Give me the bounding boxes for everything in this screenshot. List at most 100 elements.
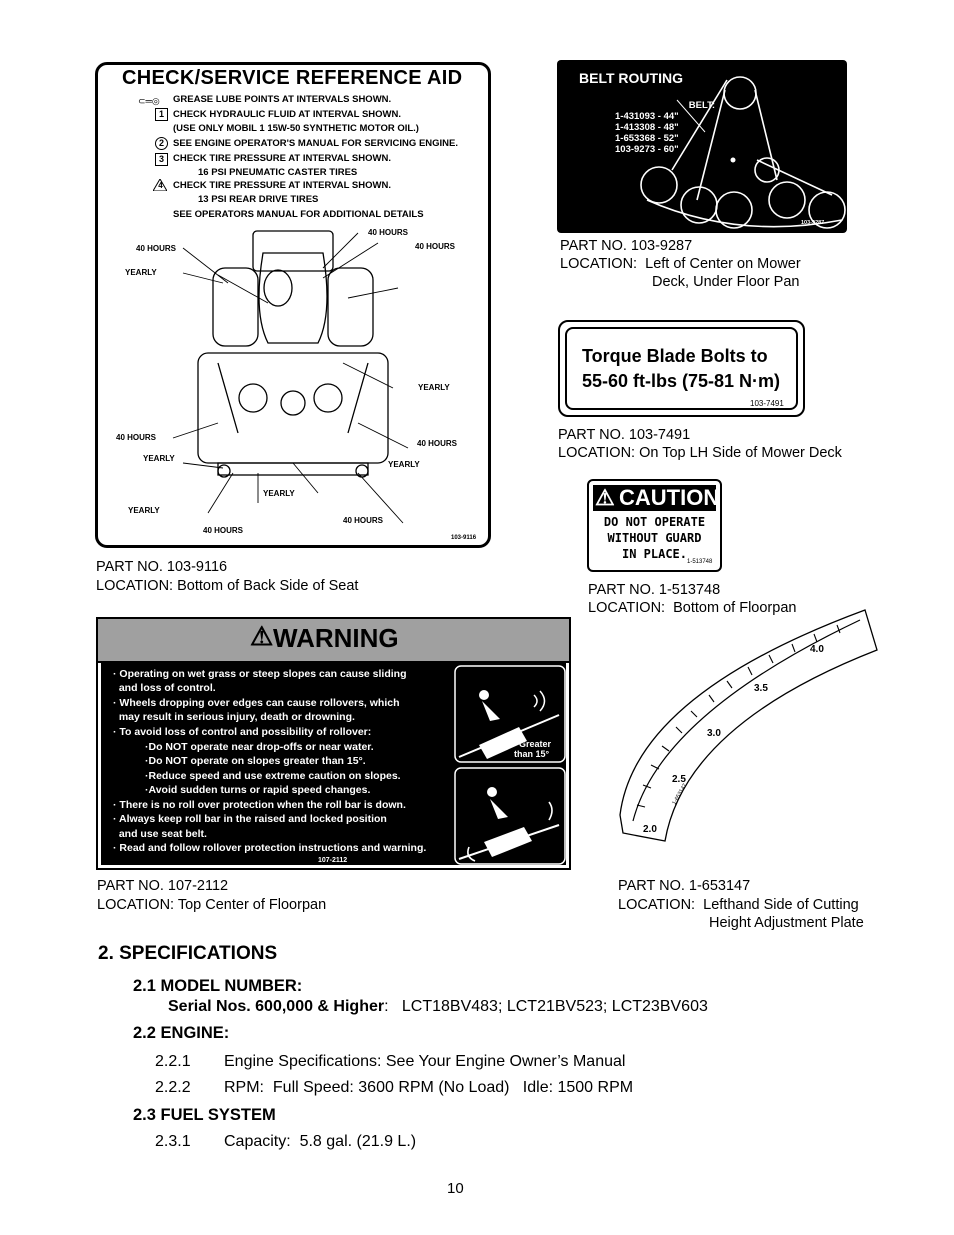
symbol-4: 4 [153,179,167,191]
label-40-hours-bottom-right: 40 HOURS [343,516,384,525]
caption-belt-location: LOCATION: Left of Center on Mower [560,256,801,272]
hydraulic-line: CHECK HYDRAULIC FLUID AT INTERVAL SHOWN. [173,109,401,120]
cutting-height-gauge-decal: 2.0 2.5 3.0 3.5 4.0 1-653147 [619,609,878,842]
label-yearly-deck-right: YEARLY [388,460,420,469]
torque-line-2: 55-60 ft-lbs (75-81 N·m) [582,371,781,391]
caption-warning-location: LOCATION: Top Center of Floorpan [97,897,327,913]
page-number: 10 [447,1180,464,1197]
caption-torque-part: PART NO. 103-7491 [558,427,691,443]
label-yearly-deck-left: YEARLY [143,454,175,463]
belt-title: BELT ROUTING [579,70,683,86]
tire-pressure-line: CHECK TIRE PRESSURE AT INTERVAL SHOWN. [173,153,391,164]
mower-top-view-diagram [172,230,409,524]
warning-line: · Read and follow rollover protection in… [113,842,427,854]
torque-line-1: Torque Blade Bolts to [582,346,768,366]
caution-decal: ⚠ CAUTION DO NOT OPERATE WITHOUT GUARD I… [587,479,722,572]
torque-part-code: 103-7491 [750,399,784,408]
service-reference-decal: CHECK/SERVICE REFERENCE AID GREASE LUBE … [95,62,491,548]
model-number-heading: 2.1 MODEL NUMBER: [133,977,303,995]
warning-line: · Wheels dropping over edges can cause r… [113,697,400,709]
belt-label: BELT: [688,100,715,111]
warning-line: ·Avoid sudden turns or rapid speed chang… [145,784,371,796]
symbol-3: 3 [155,153,168,166]
serial-label: Serial Nos. 600,000 & Higher [168,998,385,1015]
warning-triangle-icon: ⚠ [595,485,615,510]
warning-line: · To avoid loss of control and possibili… [113,726,372,738]
caution-line-1: DO NOT OPERATE [603,515,706,529]
grease-gun-icon: ⊂═◎ [138,96,160,106]
gauge-tick-3-0: 3.0 [707,728,721,739]
warning-part-code: 107-2112 [318,857,348,864]
belt-routing-diagram [640,76,846,229]
specifications-heading: 2. SPECIFICATIONS [98,943,278,964]
warning-line: and loss of control. [113,682,216,694]
caution-header: ⚠ CAUTION [593,485,720,511]
caption-caution-part: PART NO. 1-513748 [588,582,721,598]
warning-body: · Operating on wet grass or steep slopes… [101,663,566,865]
warning-decal: ⚠ WARNING · Operating on wet grass or st… [96,617,571,870]
caption-belt-location-2: Deck, Under Floor Pan [652,274,800,290]
symbol-1: 1 [155,108,168,121]
label-40-hours-deck-right: 40 HOURS [417,439,458,448]
label-40-hours-bottom: 40 HOURS [203,526,244,535]
caption-service-part: PART NO. 103-9116 [96,559,228,575]
label-40-hours-top: 40 HOURS [368,228,409,237]
caption-gauge-part: PART NO. 1-653147 [618,878,751,894]
engine-heading: 2.2 ENGINE: [133,1024,230,1042]
caption-warning-part: PART NO. 107-2112 [97,878,229,894]
caution-header-text: CAUTION [619,485,720,510]
gauge-tick-2-0: 2.0 [643,824,657,835]
decal-title: CHECK/SERVICE REFERENCE AID [122,67,463,89]
decal-part-code: 103-9116 [451,535,477,541]
fuel-system-heading: 2.3 FUEL SYSTEM [133,1106,276,1124]
spec-2-2-1-number: 2.2.1 [155,1053,191,1070]
gauge-part-code: 1-653147 [672,783,689,806]
warning-line: ·Reduce speed and use extreme caution on… [145,770,401,782]
serial-numbers-line: Serial Nos. 600,000 & Higher: LCT18BV483… [168,998,708,1016]
additional-details-line: SEE OPERATORS MANUAL FOR ADDITIONAL DETA… [173,209,424,220]
caution-line-3: IN PLACE. [621,547,688,561]
warning-line: · Always keep roll bar in the raised and… [113,813,387,825]
spec-2-3-1-number: 2.3.1 [155,1133,191,1150]
warning-line: and use seat belt. [113,828,207,840]
gauge-tick-4-0: 4.0 [810,644,824,655]
warning-line: · There is no roll over protection when … [113,799,406,811]
spec-2-3-1-text: Capacity: 5.8 gal. (21.9 L.) [224,1133,417,1150]
label-40-hours-right: 40 HOURS [415,242,456,251]
gauge-tick-3-5: 3.5 [754,683,768,694]
belt-48: 1-413308 - 48" [615,122,679,133]
rear-tire-line: 13 PSI REAR DRIVE TIRES [198,194,319,205]
torque-inner-border [565,327,798,410]
roll-bar-pictogram [454,767,566,865]
oil-note-line: (USE ONLY MOBIL 1 15W-50 SYNTHETIC MOTOR… [173,123,419,134]
caption-gauge-location-2: Height Adjustment Plate [709,915,864,931]
belt-60: 103-9273 - 60" [615,144,679,155]
belt-52: 1-653368 - 52" [615,133,679,144]
tire-pressure-line-2: CHECK TIRE PRESSURE AT INTERVAL SHOWN. [173,180,391,191]
grease-line: GREASE LUBE POINTS AT INTERVALS SHOWN. [173,94,392,105]
belt-routing-decal: BELT ROUTING BELT: 1-431093 - 44" 1-4133… [557,60,847,233]
caption-belt-part: PART NO. 103-9287 [560,238,693,254]
belt-44: 1-431093 - 44" [615,111,679,122]
engine-manual-line: SEE ENGINE OPERATOR'S MANUAL FOR SERVICI… [173,138,459,149]
label-40-hours-left: 40 HOURS [136,244,177,253]
label-yearly-bottom: YEARLY [263,489,295,498]
caption-service-location: LOCATION: Bottom of Back Side of Seat [96,578,359,594]
label-40-hours-deck-left: 40 HOURS [116,433,157,442]
spec-2-2-2-text: RPM: Full Speed: 3600 RPM (No Load) Idle… [224,1079,634,1096]
warning-line: ·Do NOT operate near drop-offs or near w… [145,741,374,753]
torque-decal: Torque Blade Bolts to 55-60 ft-lbs (75-8… [558,320,805,417]
warning-line: ·Do NOT operate on slopes greater than 1… [145,755,366,767]
caption-torque-location: LOCATION: On Top LH Side of Mower Deck [558,445,842,461]
caution-line-2: WITHOUT GUARD [607,531,702,545]
warning-header: ⚠ WARNING [98,619,569,663]
caster-line: 16 PSI PNEUMATIC CASTER TIRES [198,167,358,178]
symbol-2: 2 [155,137,168,150]
label-yearly-left: YEARLY [125,268,157,277]
warning-line: may result in serious injury, death or d… [113,711,355,723]
warning-triangle-icon: ⚠ [250,621,274,651]
label-yearly-bottom-left: YEARLY [128,506,160,515]
warning-header-text: WARNING [273,623,399,653]
